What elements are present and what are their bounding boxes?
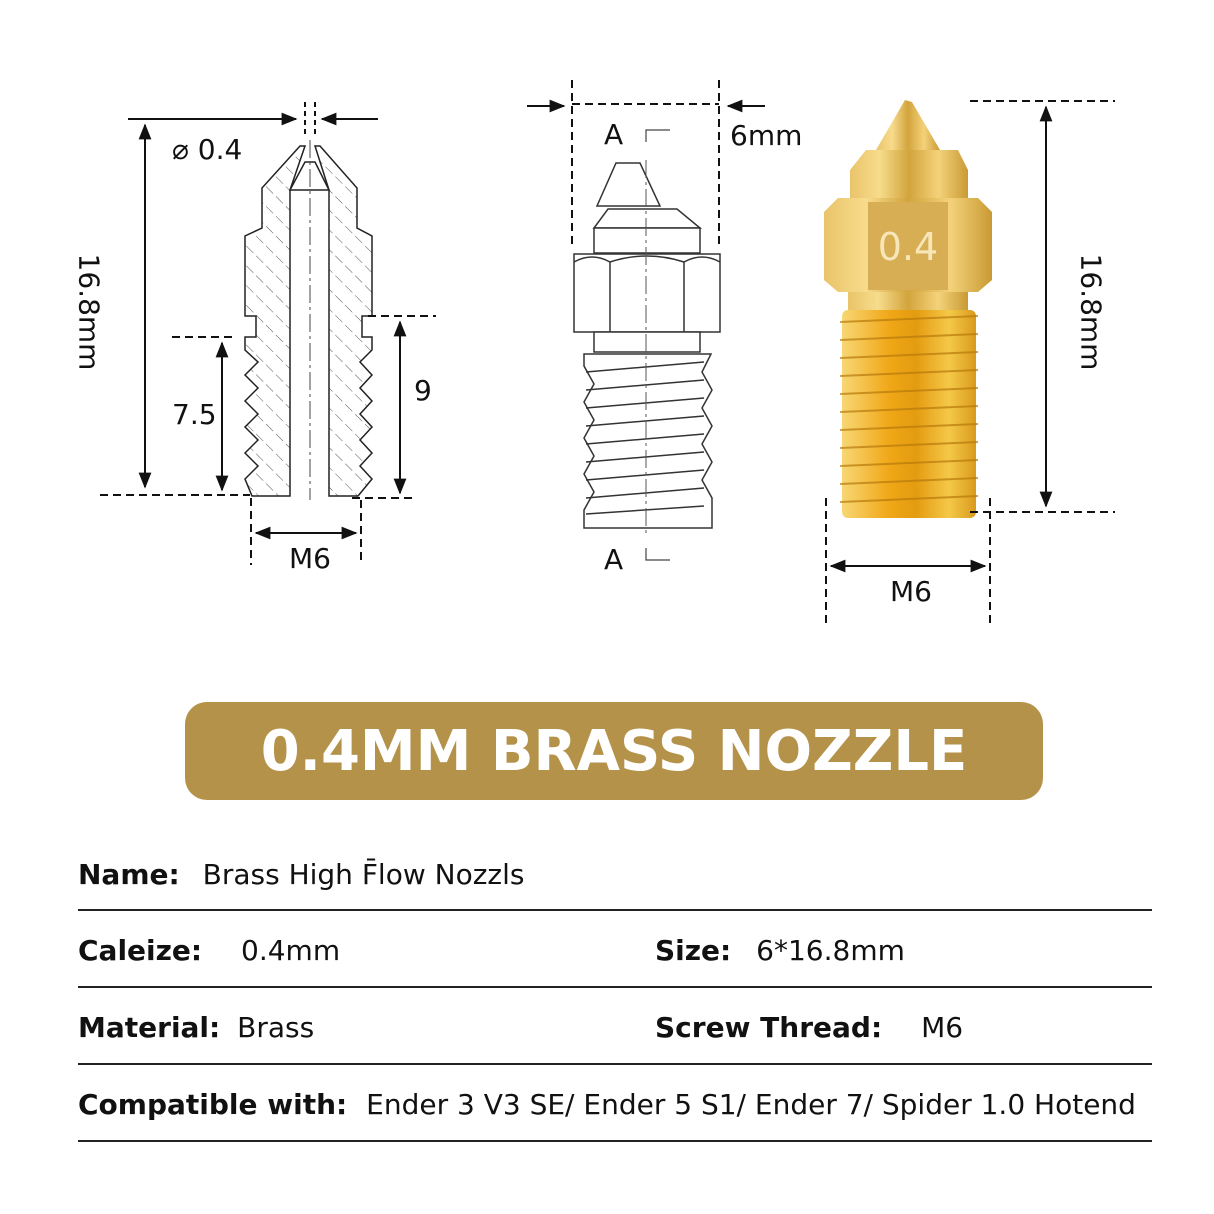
section-drawing-lines [100,102,436,565]
spec-size: Size: 6*16.8mm [655,937,905,965]
brass-nozzle-render: 0.4 16.8mm M6 [824,100,1115,628]
thread-length-right-label: 9 [414,374,432,407]
spec-screw-thread: Screw Thread: M6 [655,1014,963,1042]
side-view-diagram: A 6mm A [0,0,803,600]
spec-compatible-label: Compatible with: [78,1088,348,1121]
tip-diameter-value: 0.4 [197,133,243,166]
spec-size-label: Size: [655,934,732,967]
brass-nozzle-image: 0.4 [824,100,1115,628]
spec-caliber: Caleize: 0.4mm [78,937,340,965]
spec-caliber-value: 0.4mm [241,934,341,967]
divider [78,1063,1152,1065]
spec-material-label: Material: [78,1011,221,1044]
spec-material-value: Brass [237,1011,315,1044]
thread-size-label: M6 [289,542,331,575]
spec-caliber-label: Caleize: [78,934,203,967]
spec-name-label: Name: [78,858,180,891]
render-thread-label: M6 [890,575,932,608]
width-label: 6mm [730,119,803,152]
section-view-diagram: ⌀ 0.4 16.8mm 7.5 9 M6 [0,0,450,600]
spec-name: Name: Brass High F̄low Nozzls [78,861,524,889]
spec-size-value: 6*16.8mm [756,934,905,967]
section-marker-bottom: A [604,543,624,576]
spec-compatible-value: Ender 3 V3 SE/ Ender 5 S1/ Ender 7/ Spid… [366,1088,1136,1121]
divider [78,986,1152,988]
diameter-icon: ⌀ [172,133,189,166]
spec-name-value: Brass High F̄low Nozzls [202,858,525,891]
spec-screw-thread-value: M6 [921,1011,964,1044]
render-length-label: 16.8mm [1074,253,1108,371]
engraving-text: 0.4 [878,225,938,269]
section-marker-top: A [604,118,624,151]
thread-length-left-label: 7.5 [172,398,217,431]
banner-title: 0.4MM BRASS NOZZLE [260,718,968,784]
side-drawing-lines [527,80,765,561]
divider [78,909,1152,911]
title-banner: 0.4MM BRASS NOZZLE [185,702,1043,800]
divider [78,1140,1152,1142]
spec-compatible: Compatible with: Ender 3 V3 SE/ Ender 5 … [78,1091,1136,1119]
tip-diameter-label: ⌀ 0.4 [172,136,242,164]
spec-screw-thread-label: Screw Thread: [655,1011,883,1044]
spec-material: Material: Brass [78,1014,314,1042]
